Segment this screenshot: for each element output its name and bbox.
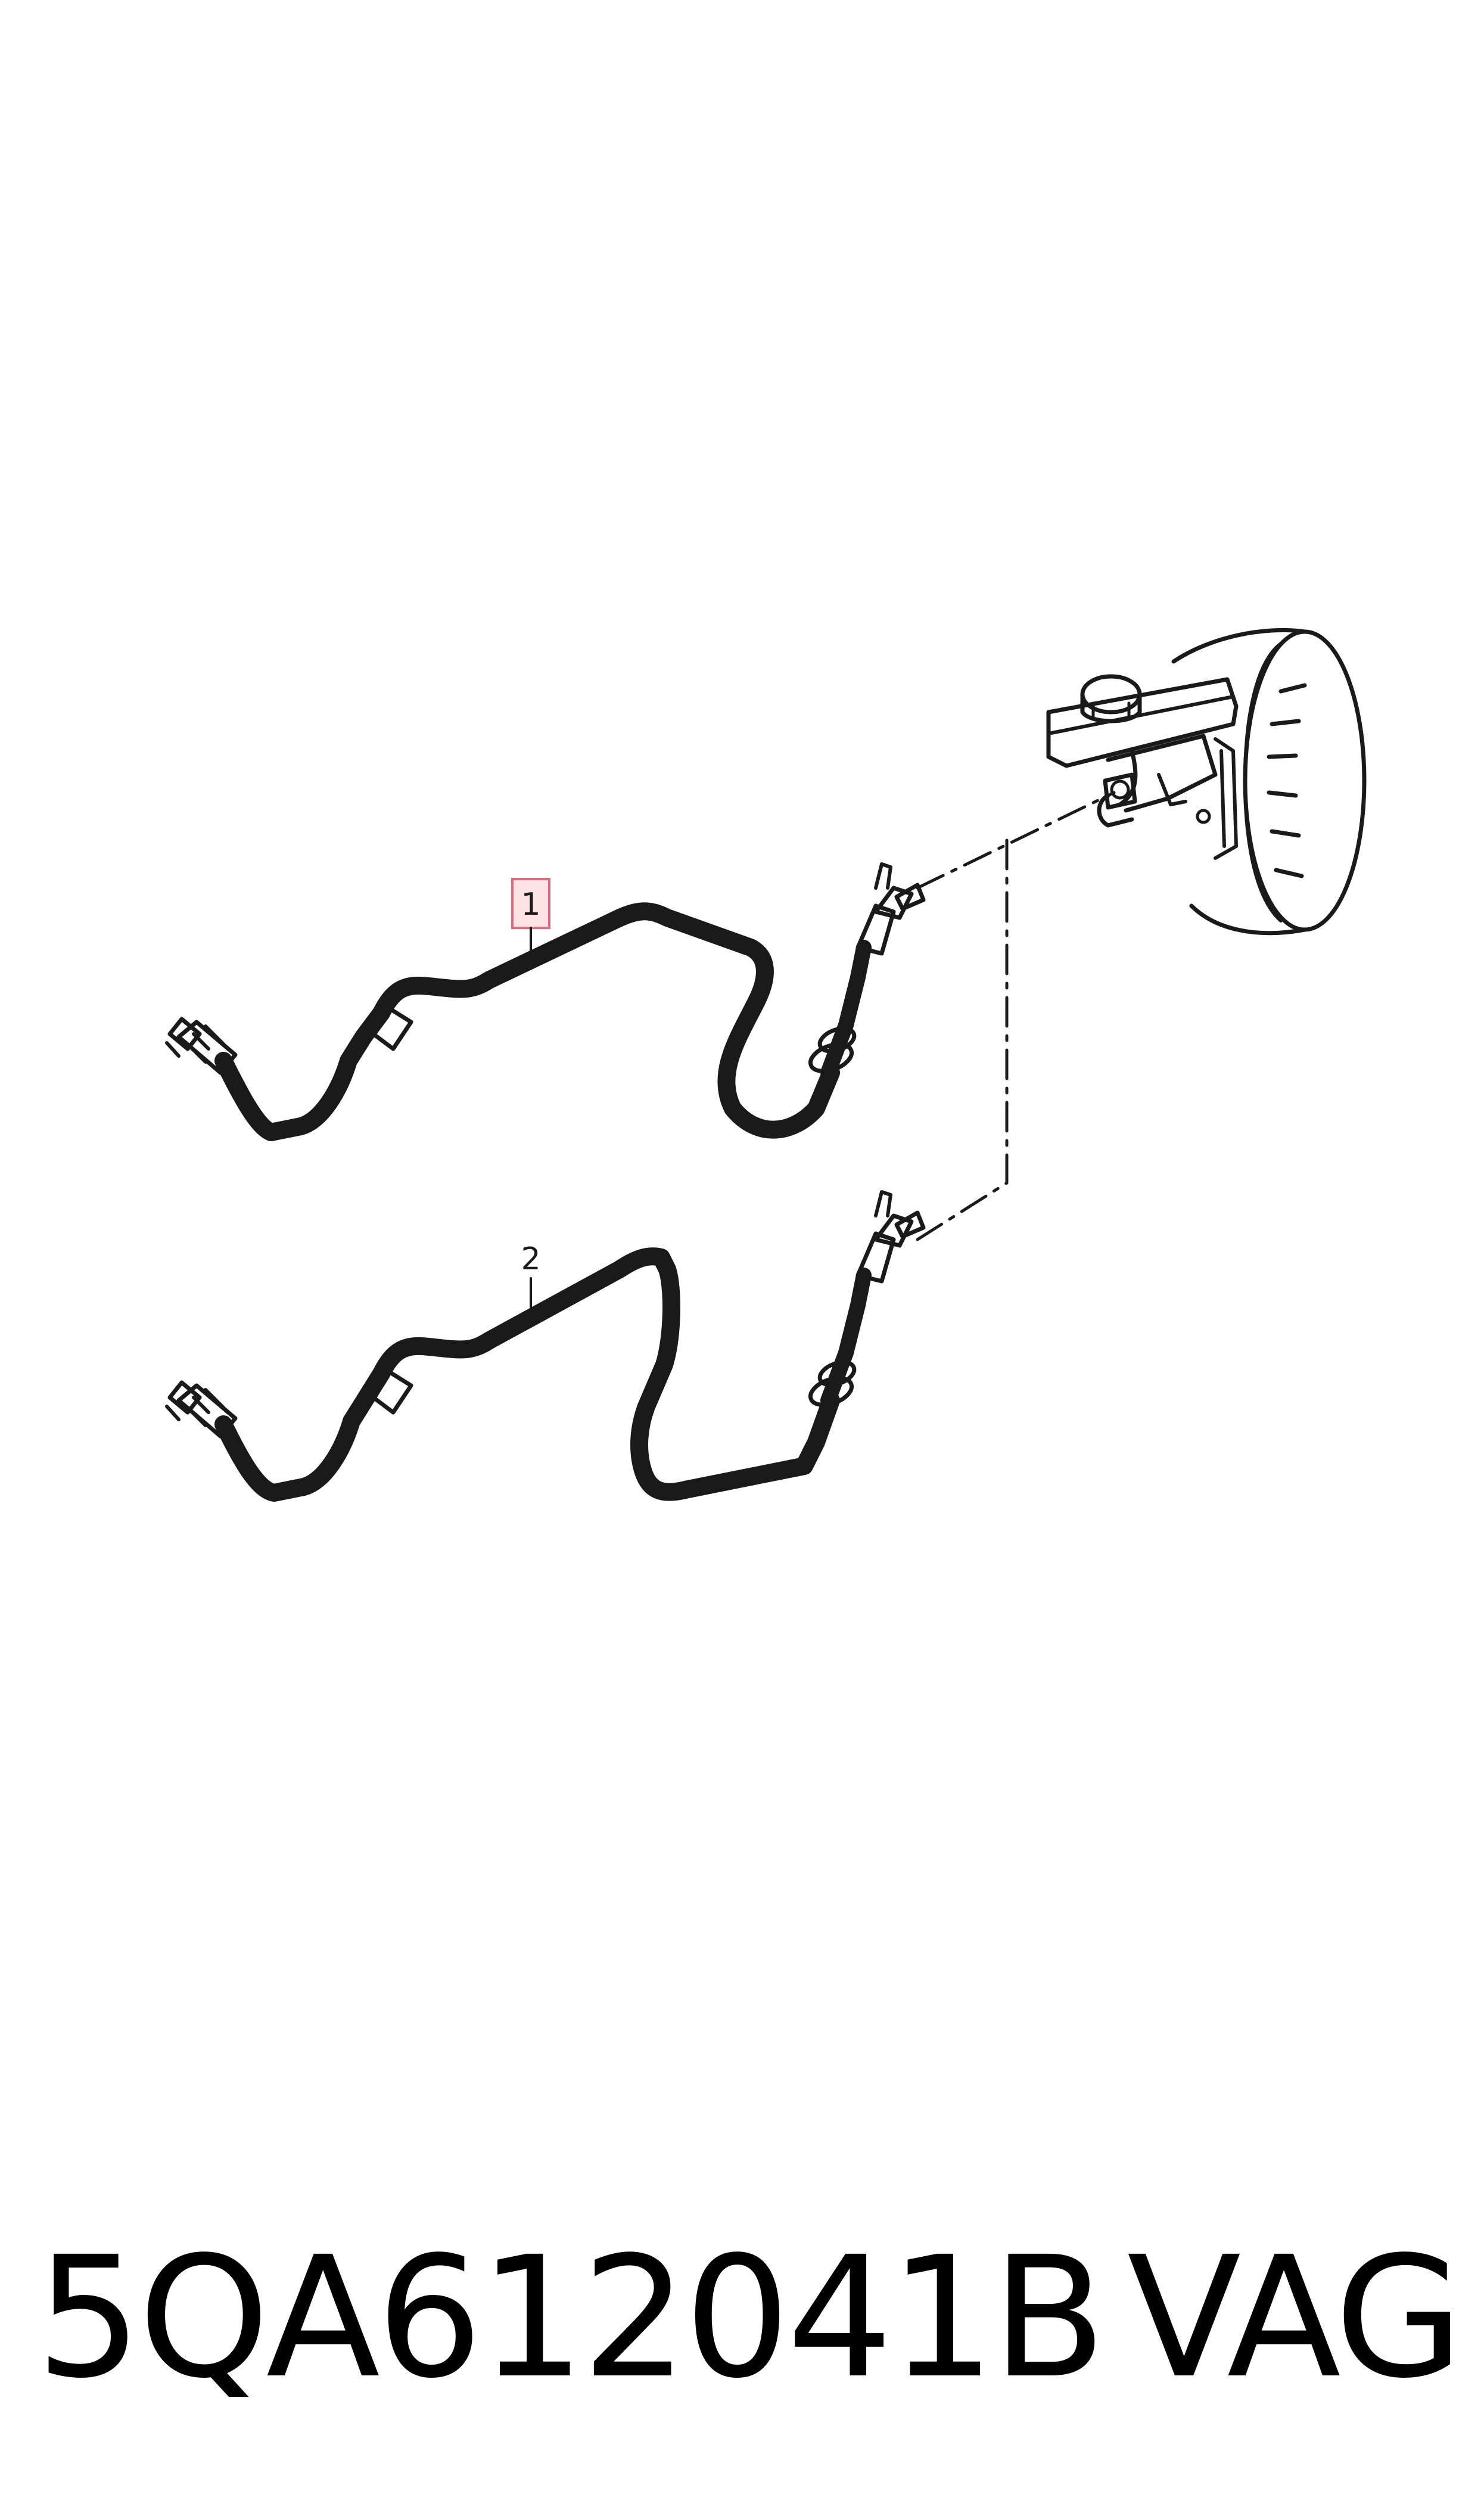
part-number: 5QA612041B: [36, 2221, 1106, 2415]
callout-2-label: 2: [521, 1241, 540, 1277]
brand-label: VAG: [1127, 2221, 1464, 2415]
brake-booster-assembly: [1046, 628, 1367, 936]
callout-1-label: 1: [521, 887, 540, 923]
brake-line-1: [165, 862, 926, 1141]
footer: 5QA612041B VAG: [36, 2221, 1464, 2415]
brake-line-2: [165, 1190, 926, 1502]
callout-1-highlight: [511, 878, 550, 929]
callout-1: 1: [511, 878, 550, 961]
callout-2: 2: [521, 1241, 541, 1312]
assembly-leader-lines: [916, 791, 1116, 1241]
